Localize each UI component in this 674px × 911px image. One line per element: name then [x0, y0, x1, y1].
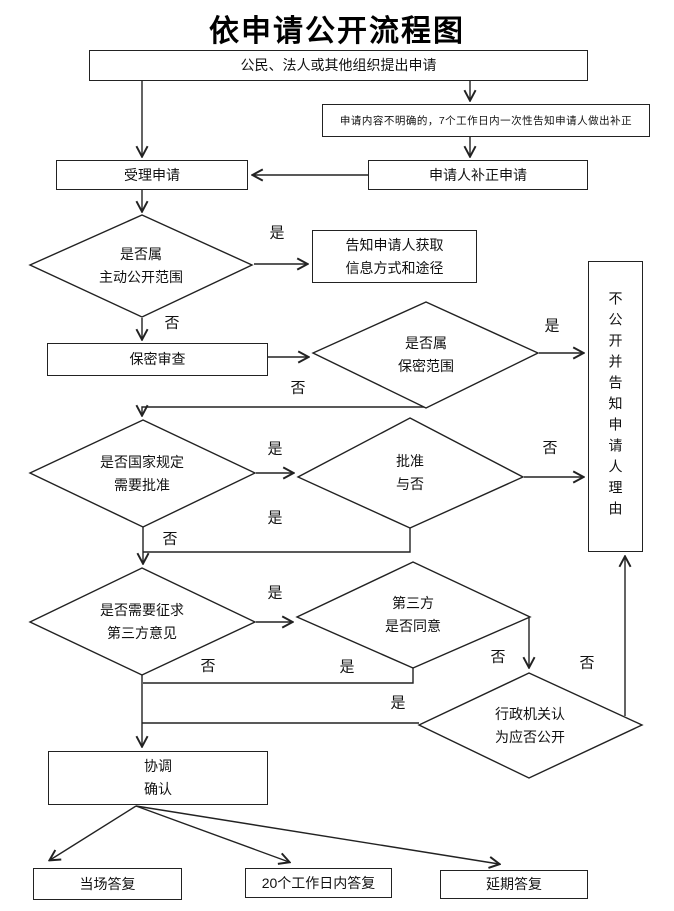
- edge-label-yes-thirdneed: 是: [267, 584, 283, 602]
- decision-diamonds: [28, 214, 644, 779]
- decision-third-party-agree-shape: [295, 561, 532, 669]
- process-box-coordinate: 协调 确认: [48, 751, 268, 805]
- process-box-secrecy-review: 保密审查: [47, 343, 268, 376]
- decision-third-party-agree-label: 第三方 是否同意: [385, 595, 441, 634]
- process-box-days20-reply: 20个工作日内答复: [245, 868, 392, 898]
- edge-secrecyscope-approvalneed: [142, 407, 426, 415]
- decision-third-party-need-label: 是否需要征求 第三方意见: [100, 602, 184, 641]
- decision-secrecy-scope-label: 是否属 保密范围: [398, 335, 454, 374]
- decision-proactive-scope-label: 是否属 主动公开范围: [99, 246, 183, 285]
- edge-label-no-secrecyscope: 否: [290, 379, 306, 397]
- edge-label-yes-proactive: 是: [269, 224, 285, 242]
- edge-label-no-proactive: 否: [164, 314, 180, 332]
- process-box-not-open: 不公开并告知申请人理由: [588, 261, 643, 552]
- process-box-correct: 申请人补正申请: [368, 160, 588, 190]
- decision-agency-decide-shape: [417, 672, 644, 779]
- edge-label-no-thirdagree: 否: [490, 648, 506, 666]
- edge-coordinate-delay: [135, 805, 499, 864]
- connector-lines: [50, 81, 625, 864]
- decision-proactive-scope-shape: [28, 214, 254, 318]
- edge-label-no-thirdneed: 否: [200, 657, 216, 675]
- not-open-label: 不公开并告知申请人理由: [607, 291, 624, 522]
- decision-state-approval-label: 是否国家规定 需要批准: [100, 454, 184, 493]
- edge-approved-merge: [143, 528, 411, 553]
- process-box-delay-reply: 延期答复: [440, 870, 588, 899]
- decision-secrecy-scope-shape: [311, 301, 540, 409]
- process-box-onspot-reply: 当场答复: [33, 868, 182, 900]
- edge-label-no-approvalneed: 否: [162, 530, 178, 548]
- edge-label-no-approved: 否: [542, 439, 558, 457]
- edge-coordinate-days20: [135, 805, 289, 862]
- edge-label-yes-agency: 是: [390, 694, 406, 712]
- edge-label-yes-secrecyscope: 是: [544, 317, 560, 335]
- process-box-supplement-notice: 申请内容不明确的，7个工作日内一次性告知申请人做出补正: [322, 104, 650, 137]
- edge-coordinate-onspot: [50, 805, 137, 860]
- decision-approved-shape: [296, 417, 525, 529]
- decision-state-approval-shape: [28, 419, 257, 528]
- edge-label-yes-approvalneed: 是: [267, 440, 283, 458]
- process-box-accept: 受理申请: [56, 160, 248, 190]
- process-box-inform: 告知申请人获取 信息方式和途径: [312, 230, 477, 283]
- edge-label-no-agency: 否: [579, 654, 595, 672]
- process-box-apply: 公民、法人或其他组织提出申请: [89, 50, 588, 81]
- decision-third-party-need-shape: [28, 567, 257, 676]
- edge-thirdagree-merge: [143, 668, 414, 684]
- edge-label-yes-thirdagree: 是: [339, 658, 355, 676]
- page-title: 依申请公开流程图: [209, 15, 465, 48]
- edge-label-yes-approved: 是: [267, 509, 283, 527]
- decision-approved-label: 批准 与否: [396, 453, 424, 492]
- decision-agency-decide-label: 行政机关认 为应否公开: [495, 706, 565, 745]
